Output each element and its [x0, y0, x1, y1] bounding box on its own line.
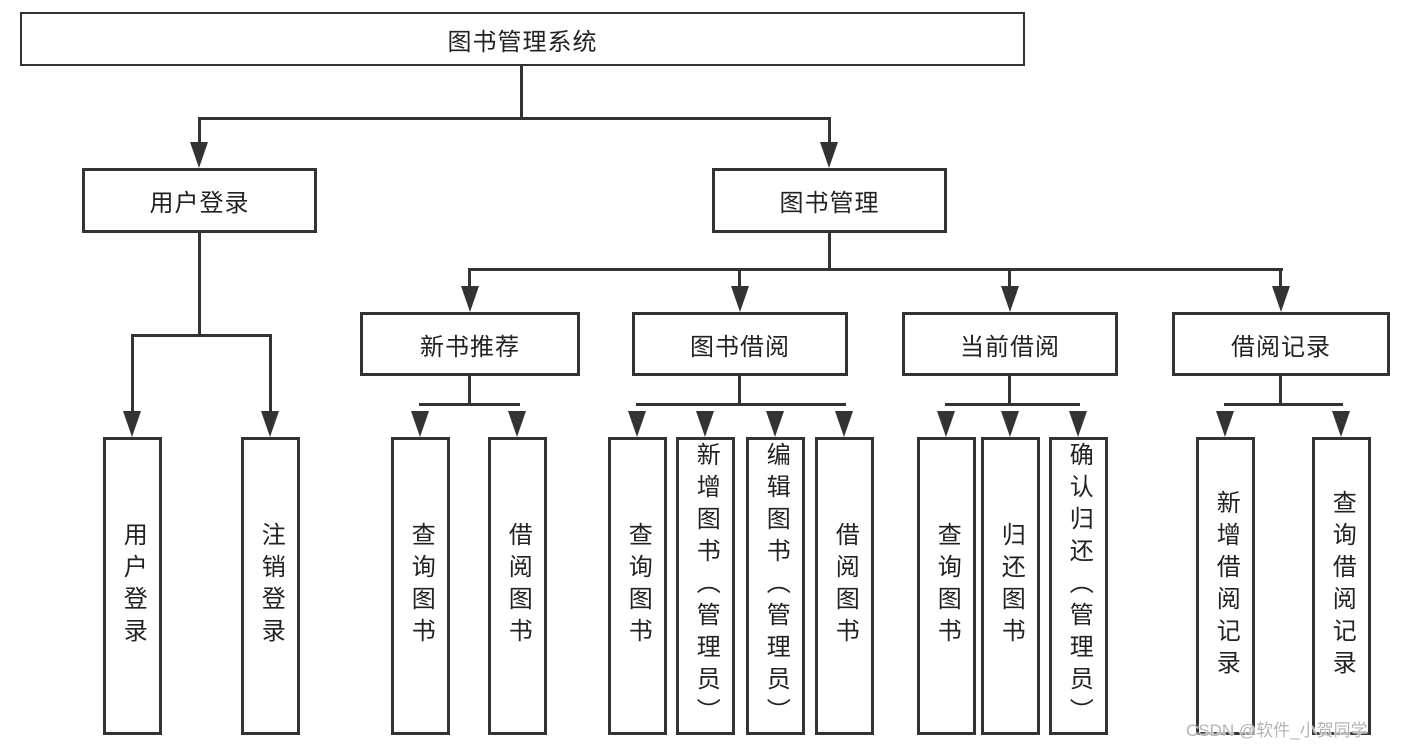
- connector-line: [198, 117, 831, 120]
- node-query-borrow-record: 查询借阅记录: [1312, 437, 1371, 735]
- node-label: 当前借阅: [960, 333, 1060, 361]
- node-query-books-recommend: 查询图书: [391, 437, 450, 735]
- node-logout-action: 注销登录: [241, 437, 300, 735]
- node-label: 借阅记录: [1231, 333, 1331, 361]
- node-edit-books-admin: 编辑图书（管理员）: [746, 437, 805, 735]
- node-label: 用户登录: [149, 190, 250, 217]
- node-current-borrowing: 当前借阅: [902, 312, 1118, 376]
- node-label: 新增借阅记录: [1212, 490, 1240, 682]
- connector-line: [828, 119, 831, 144]
- arrow-down-icon: [937, 411, 955, 437]
- connector-line: [468, 268, 1283, 271]
- node-label: 图书借阅: [690, 333, 790, 361]
- connector-line: [738, 270, 741, 288]
- arrow-down-icon: [261, 411, 279, 437]
- connector-line: [636, 403, 846, 406]
- arrow-down-icon: [835, 411, 853, 437]
- node-user-login-action: 用户登录: [103, 437, 162, 735]
- node-add-books-admin: 新增图书（管理员）: [676, 437, 735, 735]
- node-new-book-recommendation: 新书推荐: [360, 312, 580, 376]
- connector-line: [1008, 376, 1011, 405]
- arrow-down-icon: [461, 286, 479, 312]
- node-borrow-books-recommend: 借阅图书: [488, 437, 547, 735]
- arrow-down-icon: [1001, 286, 1019, 312]
- node-label: 借阅图书: [831, 522, 859, 650]
- arrow-down-icon: [411, 411, 429, 437]
- arrow-down-icon: [731, 286, 749, 312]
- connector-line: [131, 334, 272, 337]
- arrow-down-icon: [1332, 411, 1350, 437]
- connector-line: [520, 66, 523, 119]
- node-label: 归还图书: [997, 522, 1025, 650]
- node-query-books-current: 查询图书: [917, 437, 976, 735]
- arrow-down-icon: [1001, 411, 1019, 437]
- node-label: 编辑图书（管理员）: [762, 442, 790, 730]
- connector-line: [945, 403, 1080, 406]
- arrow-down-icon: [820, 142, 838, 168]
- connector-line: [419, 403, 520, 406]
- node-label: 查询图书: [624, 522, 652, 650]
- node-user-login: 用户登录: [82, 168, 317, 233]
- node-query-books-borrow: 查询图书: [608, 437, 667, 735]
- connector-line: [828, 233, 831, 270]
- node-label: 图书管理系统: [447, 28, 598, 56]
- arrow-down-icon: [190, 142, 208, 168]
- node-borrowing-records: 借阅记录: [1172, 312, 1390, 376]
- connector-line: [1279, 270, 1282, 288]
- node-label: 借阅图书: [504, 522, 532, 650]
- node-library-management-system: 图书管理系统: [20, 12, 1025, 66]
- arrow-down-icon: [508, 411, 526, 437]
- arrow-down-icon: [123, 411, 141, 437]
- connector-line: [468, 376, 471, 405]
- node-book-management: 图书管理: [712, 168, 947, 233]
- node-add-borrow-record: 新增借阅记录: [1196, 437, 1255, 735]
- arrow-down-icon: [1216, 411, 1234, 437]
- node-label: 查询借阅记录: [1328, 490, 1356, 682]
- connector-line: [198, 119, 201, 144]
- node-return-books: 归还图书: [981, 437, 1040, 735]
- node-label: 新书推荐: [420, 333, 520, 361]
- node-label: 图书管理: [779, 190, 880, 217]
- node-label: 确认归还（管理员）: [1065, 442, 1093, 730]
- watermark-text: CSDN @软件_小贺同学: [1186, 721, 1368, 740]
- connector-line: [738, 376, 741, 405]
- node-label: 查询图书: [407, 522, 435, 650]
- arrow-down-icon: [1272, 286, 1290, 312]
- connector-line: [1279, 376, 1282, 405]
- node-label: 用户登录: [119, 522, 147, 650]
- connector-line: [269, 336, 272, 412]
- connector-line: [198, 233, 201, 335]
- node-borrow-books-action: 借阅图书: [815, 437, 874, 735]
- connector-line: [1224, 403, 1343, 406]
- connector-line: [468, 270, 471, 288]
- arrow-down-icon: [766, 411, 784, 437]
- node-label: 查询图书: [933, 522, 961, 650]
- node-confirm-return-admin: 确认归还（管理员）: [1049, 437, 1108, 735]
- arrow-down-icon: [1069, 411, 1087, 437]
- connector-line: [131, 336, 134, 412]
- connector-line: [1008, 270, 1011, 288]
- node-label: 注销登录: [257, 522, 285, 650]
- arrow-down-icon: [696, 411, 714, 437]
- node-book-borrowing: 图书借阅: [632, 312, 848, 376]
- arrow-down-icon: [628, 411, 646, 437]
- node-label: 新增图书（管理员）: [692, 442, 720, 730]
